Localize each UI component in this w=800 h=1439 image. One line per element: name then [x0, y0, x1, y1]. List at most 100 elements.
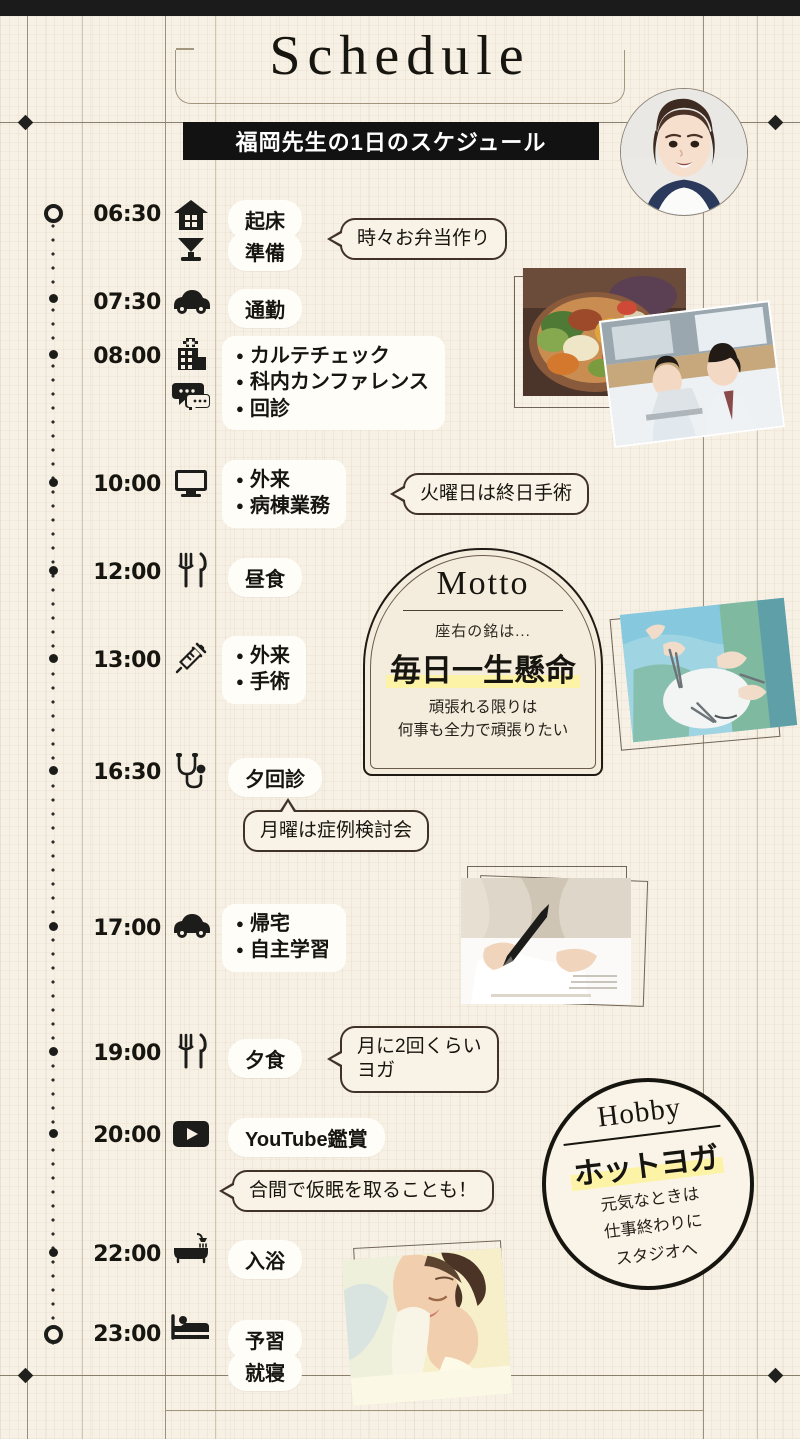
guide-line-1 — [27, 0, 28, 1439]
bubble-text: 火曜日は終日手術 — [420, 483, 573, 504]
bottom-rule-inner — [165, 1410, 703, 1411]
doctors-meeting-photo — [598, 299, 786, 449]
subtitle-text: 福岡先生の1日のスケジュール — [235, 130, 547, 155]
timeline-dot — [49, 350, 58, 359]
bubble-tuesday: 火曜日は終日手術 — [390, 473, 590, 516]
bubble-text: 時々お弁当作り — [357, 228, 491, 249]
time-0730: 07:30 — [93, 290, 161, 315]
makeup-icon — [168, 234, 214, 262]
activity-item: カルテチェック — [236, 343, 429, 369]
youtube-icon — [168, 1120, 214, 1148]
diamond-bottom-left — [17, 1367, 34, 1384]
activity-item: 病棟業務 — [236, 493, 330, 519]
timeline-dot — [49, 922, 58, 931]
bubble-tail-icon — [219, 1182, 234, 1201]
timeline-dot — [49, 478, 58, 487]
studying-photo — [461, 878, 631, 1004]
motto-divider — [403, 610, 563, 612]
cutlery-icon — [168, 1033, 214, 1069]
monitor-icon — [168, 468, 214, 498]
timeline-dot — [49, 766, 58, 775]
time-2300: 23:00 — [93, 1322, 161, 1347]
bathtub-icon — [168, 1232, 214, 1264]
house-icon — [168, 198, 214, 232]
bubble-bento: 時々お弁当作り — [327, 218, 508, 261]
guide-line-3 — [165, 0, 166, 1439]
diamond-bottom-right — [767, 1367, 784, 1384]
motto-foot-line1: 頑張れる限りは — [428, 699, 538, 717]
diamond-top-left — [17, 114, 34, 131]
bubble-tail-icon — [279, 798, 297, 812]
bubble-monday: 月曜は症例検討会 — [243, 798, 430, 853]
activity-pill: 入浴 — [228, 1240, 302, 1279]
activity-item: 外来 — [236, 643, 290, 669]
timeline-dot — [49, 654, 58, 663]
activity-pill: 通勤 — [228, 289, 302, 328]
activity-item: 科内カンファレンス — [236, 369, 429, 395]
timeline-dot — [49, 1248, 58, 1257]
motto-lead: 座右の銘は... — [435, 623, 531, 641]
time-1200: 12:00 — [93, 560, 161, 585]
subtitle-band: 福岡先生の1日のスケジュール — [183, 122, 599, 160]
cutlery-icon — [168, 552, 214, 588]
activity-item: 外来 — [236, 467, 330, 493]
activity-pill: 準備 — [228, 232, 302, 271]
timeline-dot — [49, 566, 58, 575]
bed-icon — [168, 1312, 214, 1342]
time-2200: 22:00 — [93, 1242, 161, 1267]
hobby-badge: Hobby ホットヨガ 元気なときは 仕事終わりに スタジオへ — [529, 1065, 767, 1303]
timeline-dot — [49, 294, 58, 303]
time-1300: 13:00 — [93, 648, 161, 673]
timeline-marker-start — [44, 204, 63, 223]
time-0800: 08:00 — [93, 344, 161, 369]
motto-main-text: 毎日一生懸命 — [386, 645, 580, 690]
activity-item: 帰宅 — [236, 911, 330, 937]
chat-icon — [168, 380, 214, 410]
bubble-text: 月に2回くらい — [357, 1036, 482, 1057]
hospital-icon — [168, 338, 214, 372]
activity-card: 外来 手術 — [222, 636, 306, 704]
guide-line-4 — [215, 0, 216, 1439]
bubble-text: 月曜は症例検討会 — [260, 820, 413, 841]
car-icon — [168, 912, 214, 939]
bubble-nap: 合間で仮眠を取ることも！ — [219, 1170, 495, 1213]
title-bracket — [175, 48, 625, 104]
activity-card: カルテチェック 科内カンファレンス 回診 — [222, 336, 445, 431]
bubble-yoga: 月に2回くらい ヨガ — [327, 1026, 499, 1093]
timeline-dotted-line — [51, 205, 55, 1345]
activity-pill: 夕回診 — [228, 758, 322, 797]
activity-item: 回診 — [236, 396, 429, 422]
activity-pill: YouTube鑑賞 — [228, 1118, 385, 1157]
motto-box: Motto 座右の銘は... 毎日一生懸命 頑張れる限りは 何事も全力で頑張りた… — [363, 548, 603, 776]
bubble-tail-icon — [390, 485, 405, 504]
time-0630: 06:30 — [93, 202, 161, 227]
activity-item: 手術 — [236, 669, 290, 695]
time-1000: 10:00 — [93, 472, 161, 497]
syringe-icon — [168, 640, 214, 676]
diamond-top-right — [767, 114, 784, 131]
bubble-tail-icon — [327, 230, 342, 249]
time-1900: 19:00 — [93, 1041, 161, 1066]
time-1700: 17:00 — [93, 916, 161, 941]
activity-pill: 昼食 — [228, 558, 302, 597]
timeline-marker-end — [44, 1325, 63, 1344]
car-icon — [168, 288, 214, 315]
activity-card: 外来 病棟業務 — [222, 460, 346, 528]
activity-card: 帰宅 自主学習 — [222, 904, 346, 972]
surgery-photo — [619, 597, 798, 743]
time-2000: 20:00 — [93, 1123, 161, 1148]
activity-item: 自主学習 — [236, 937, 330, 963]
guide-line-2 — [82, 0, 83, 1439]
time-1630: 16:30 — [93, 760, 161, 785]
motto-title: Motto — [436, 565, 530, 602]
stethoscope-icon — [168, 752, 214, 792]
timeline-dot — [49, 1047, 58, 1056]
activity-pill: 就寝 — [228, 1352, 302, 1391]
page-title: Schedule — [269, 25, 531, 87]
top-black-bar — [0, 0, 800, 16]
bubble-tail-icon — [327, 1050, 342, 1069]
motto-foot-line2: 何事も全力で頑張りたい — [397, 721, 569, 739]
motto-inner-border — [370, 555, 596, 769]
bubble-text: 合間で仮眠を取ることも！ — [249, 1180, 478, 1201]
